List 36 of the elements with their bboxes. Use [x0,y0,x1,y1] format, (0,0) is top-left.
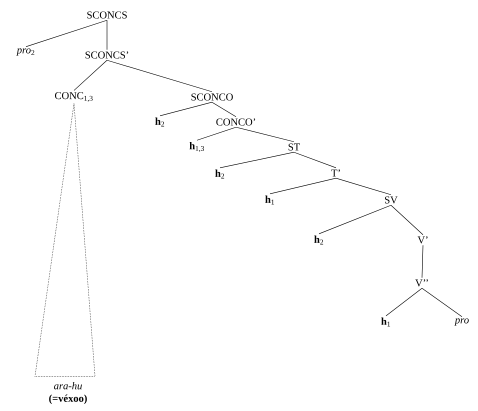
tree-branch [106,60,212,92]
tree-node-label: h$_{2}$ [314,236,324,244]
tree-branch [196,126,236,141]
tree-branch [212,102,236,118]
tree-branch [386,288,422,316]
tree-node-label: V’ [418,236,428,244]
tree-node-label: h$_{1}$ [381,318,390,326]
tree-branch [318,204,392,234]
tree-node-label: ara-hu (=véxoo) [49,382,87,404]
tree-branch [422,288,462,317]
tree-node-label: SV [385,196,398,204]
tree-branch [26,20,108,47]
tree-node-label: ST [288,143,300,151]
tree-node-label: SCONCS [87,11,127,19]
tree-branch [422,244,424,278]
tree-node-label: h$_{2}$ [155,118,164,126]
tree-node-label: h$_{2}$ [215,170,224,178]
tree-node-label: CONCO’ [216,118,256,126]
tree-node-label: pro [454,318,469,326]
tree-branch [294,152,336,168]
tree-branch [106,20,108,50]
tree-node-label: T’ [331,170,340,176]
tree-node-label: h$_{1}$ [265,196,274,204]
tree-node-label: h$_{1,3}$ [190,142,204,152]
tree-branch [270,178,336,194]
tree-node-label: SCONCO [191,93,233,101]
tree-branch [220,152,294,168]
tree-branch [336,178,392,196]
tree-node-label: V’’ [415,279,428,287]
tree-node-label: SCONCS’ [86,51,128,59]
tree-node-label: pro$_{2}$ [16,48,34,56]
tree-branch [160,102,212,116]
tree-branch [74,60,108,91]
tree-branch [236,126,294,142]
tree-branch [390,204,424,236]
tree-node-label: CONC$_{1,3}$ [55,92,93,102]
